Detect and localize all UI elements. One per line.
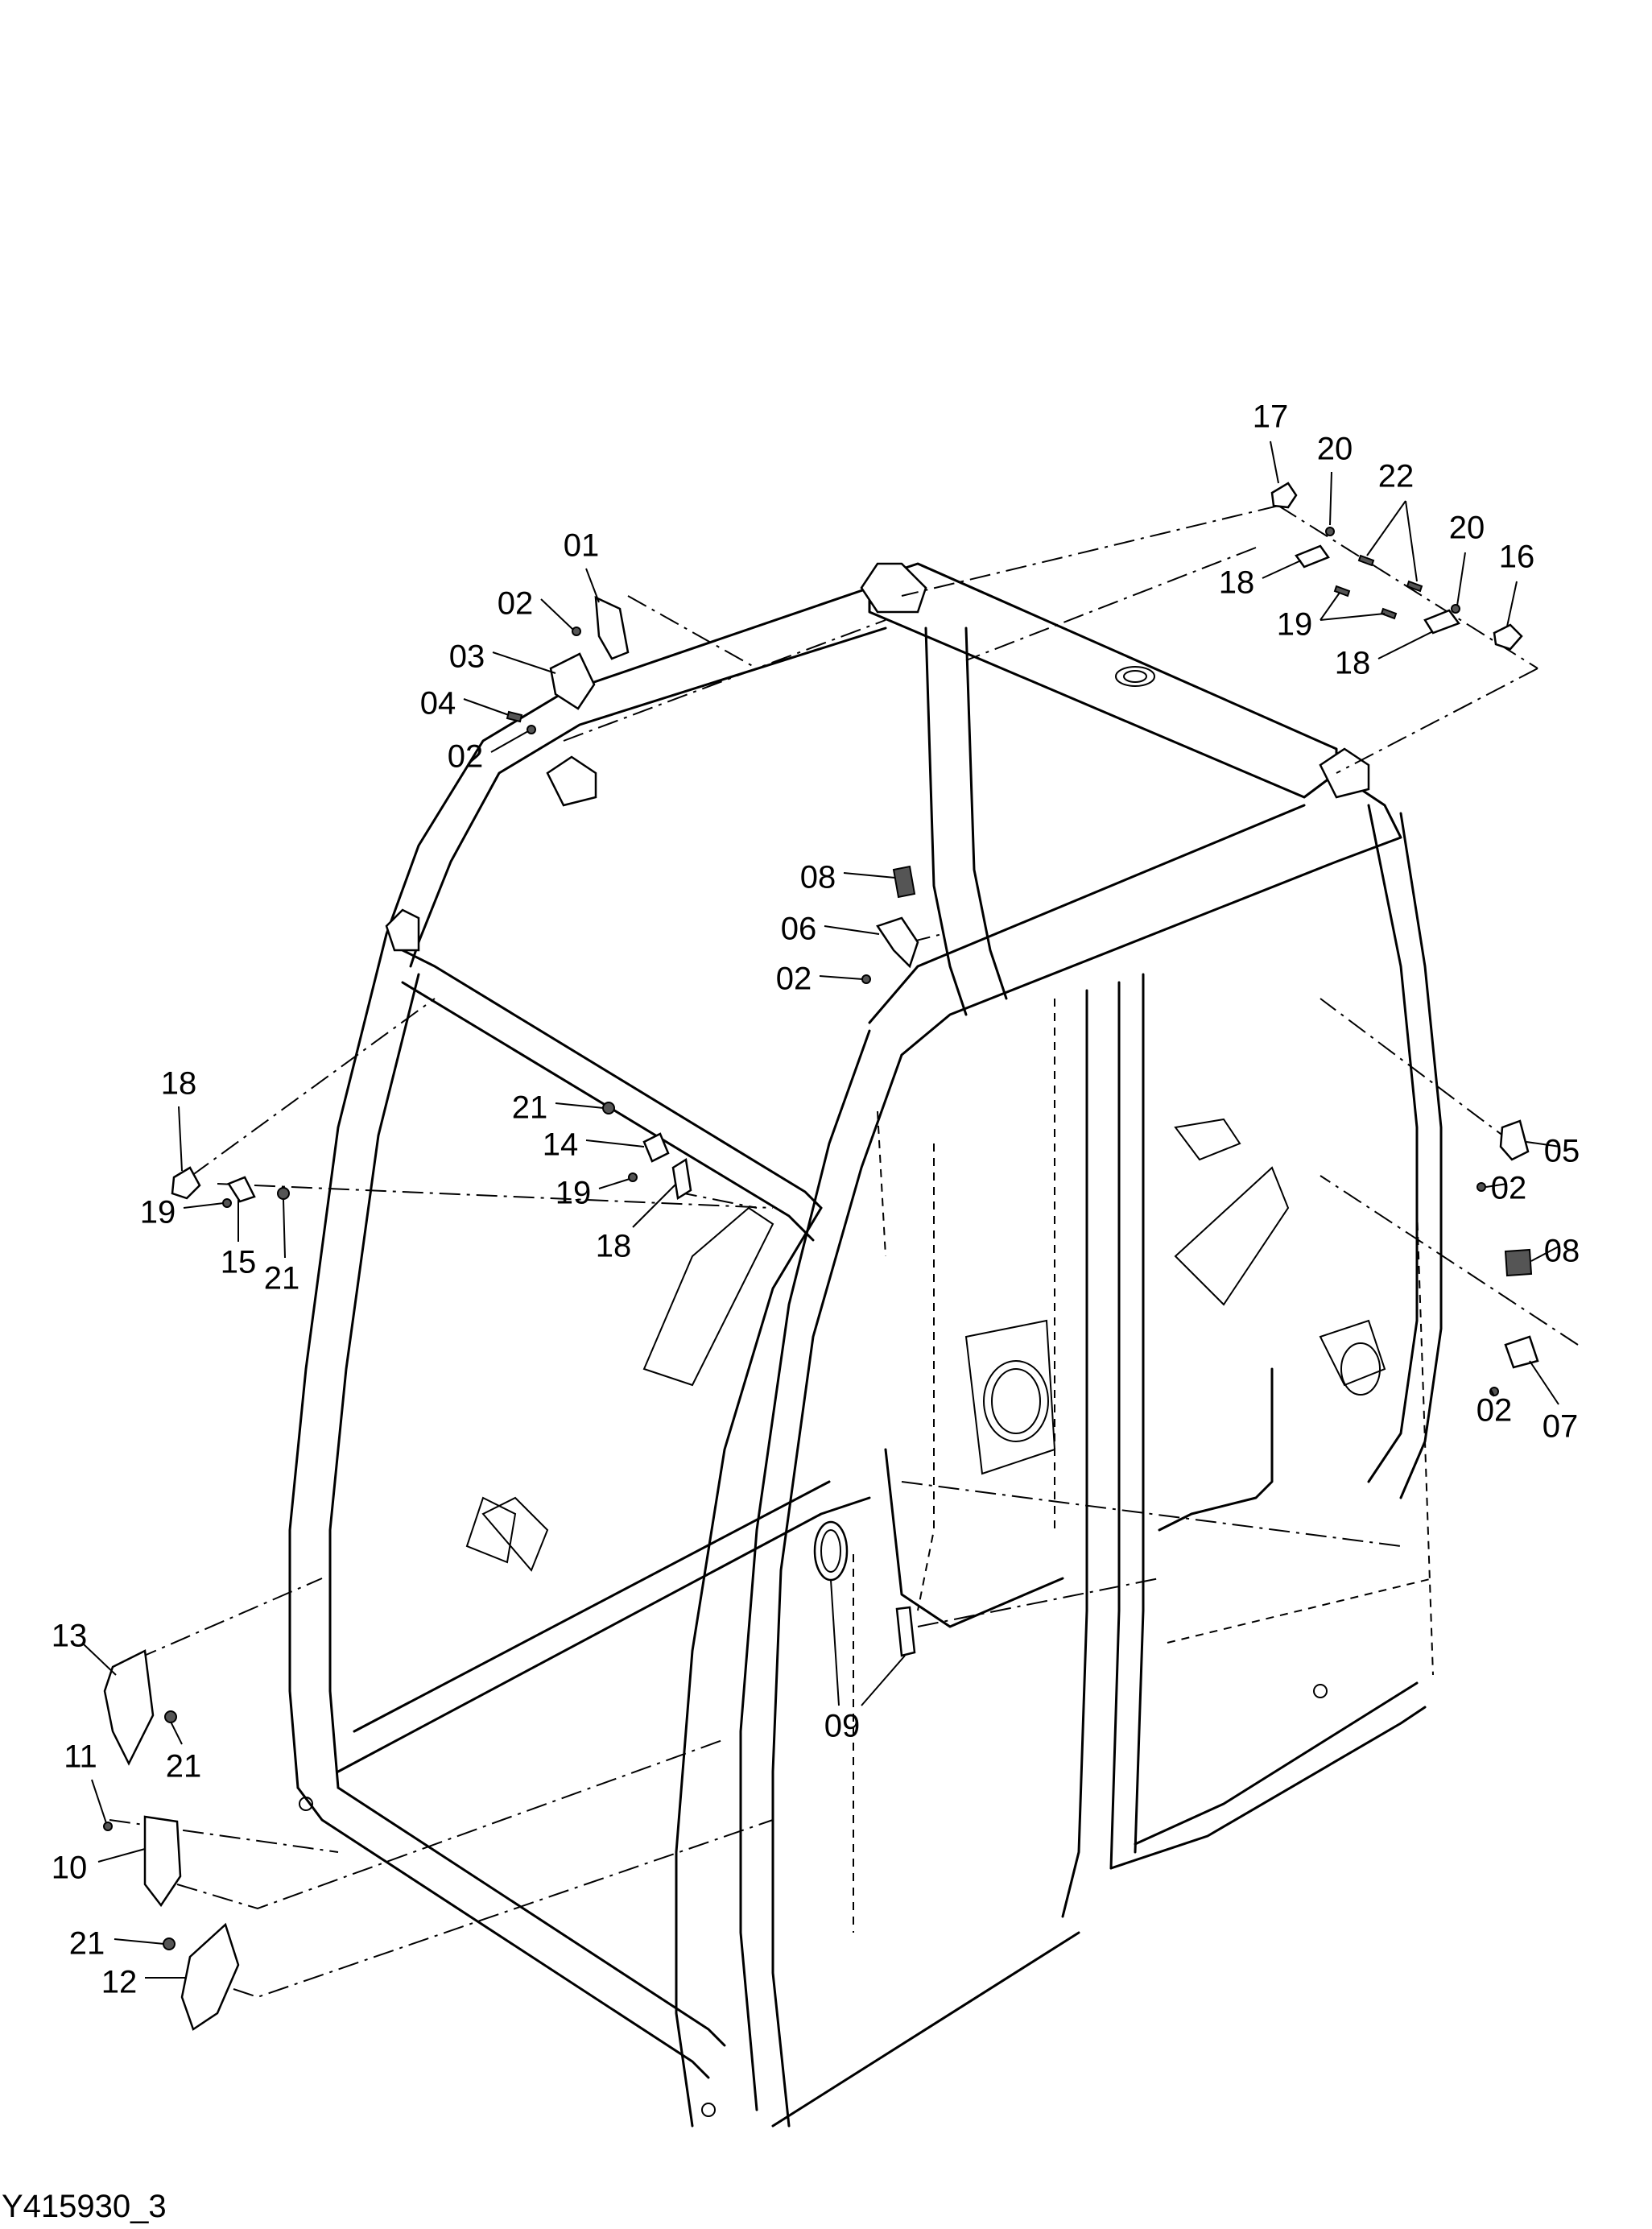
callout-label-02: 02 — [498, 586, 534, 622]
part-12-cover — [180, 1922, 240, 2031]
callout-label-05: 05 — [1544, 1134, 1580, 1169]
floor-parts — [103, 1520, 916, 2031]
callout-label-20: 20 — [1449, 511, 1485, 546]
part-19-screw-b — [1380, 607, 1398, 620]
part-01-bracket — [594, 595, 630, 660]
center-roof-parts — [861, 865, 919, 984]
part-17-bracket — [1270, 482, 1298, 509]
callout-label-10: 10 — [52, 1851, 88, 1886]
part-02-screw-d — [1476, 1182, 1486, 1192]
part-21-nut — [277, 1187, 290, 1200]
callout-label-21: 21 — [166, 1749, 202, 1784]
part-19-screw — [1333, 585, 1351, 598]
part-21-nut-c — [164, 1710, 177, 1723]
part-06-bracket — [876, 916, 919, 969]
callout-label-03: 03 — [449, 639, 485, 675]
part-02-screw — [572, 627, 581, 636]
part-11-screw — [103, 1822, 113, 1831]
callout-label-15: 15 — [221, 1245, 257, 1280]
part-03-hinge — [549, 652, 596, 710]
callout-label-02: 02 — [1476, 1393, 1513, 1429]
callout-label-19: 19 — [555, 1176, 592, 1211]
callout-label-18: 18 — [1219, 565, 1255, 601]
part-09-grommet-b — [895, 1606, 916, 1657]
callout-label-02: 02 — [448, 739, 484, 775]
callout-label-02: 02 — [776, 961, 812, 997]
callout-label-07: 07 — [1543, 1409, 1579, 1445]
leader-lines — [83, 440, 1561, 1979]
left-roof-parts — [171, 1102, 692, 1208]
callout-label-21: 21 — [69, 1926, 105, 1962]
part-18-clip — [1295, 544, 1330, 569]
callout-label-09: 09 — [824, 1709, 861, 1744]
front-roof-parts — [506, 595, 630, 734]
callout-label-20: 20 — [1317, 432, 1353, 467]
part-02-screw-c — [861, 974, 871, 984]
part-18-clip-d — [671, 1157, 692, 1201]
part-16-bracket — [1493, 623, 1523, 651]
part-13-cover — [103, 1649, 155, 1766]
part-15-bracket — [227, 1176, 256, 1203]
callout-label-18: 18 — [1335, 646, 1371, 681]
part-21-nut-b — [602, 1102, 615, 1114]
callout-label-12: 12 — [101, 1965, 138, 2000]
callout-label-21: 21 — [264, 1261, 300, 1296]
part-20-washer — [1325, 527, 1335, 536]
callout-label-08: 08 — [800, 860, 836, 895]
part-05-bracket — [1499, 1119, 1530, 1161]
hidden-lines — [853, 999, 1434, 1933]
part-04-bolt — [506, 710, 523, 723]
cab-frame — [288, 562, 1443, 2128]
part-10-cover — [143, 1815, 182, 1908]
figure-id: Y415930_3 — [2, 2189, 167, 2224]
part-02-screw-b — [527, 725, 536, 734]
callout-label-17: 17 — [1253, 399, 1289, 435]
roof-rear-parts — [1270, 482, 1523, 651]
part-08-clip-b — [1504, 1248, 1533, 1277]
callout-label-08: 08 — [1544, 1234, 1580, 1269]
callout-label-16: 16 — [1499, 540, 1535, 575]
callout-label-02: 02 — [1491, 1171, 1527, 1206]
callout-label-21: 21 — [512, 1090, 548, 1126]
part-22-screw — [1357, 554, 1375, 567]
part-18-clip-c — [171, 1166, 201, 1200]
callout-label-04: 04 — [420, 686, 456, 722]
callout-label-19: 19 — [140, 1195, 176, 1230]
callout-label-19: 19 — [1277, 607, 1313, 643]
explode-lines — [109, 505, 1579, 1999]
right-side-parts — [1476, 1119, 1539, 1396]
callout-label-11: 11 — [64, 1739, 97, 1775]
part-19-screw-d — [628, 1172, 638, 1182]
part-14-bracket — [642, 1132, 670, 1163]
callout-label-01: 01 — [564, 528, 600, 564]
callout-label-18: 18 — [161, 1066, 197, 1102]
callout-label-14: 14 — [543, 1127, 579, 1163]
part-20-washer-b — [1451, 604, 1460, 614]
part-21-nut-d — [163, 1937, 176, 1950]
callout-label-22: 22 — [1378, 459, 1415, 494]
callout-label-18: 18 — [596, 1229, 632, 1264]
part-07-bracket — [1504, 1335, 1539, 1369]
part-08-clip — [892, 865, 916, 899]
part-19-screw-c — [222, 1198, 232, 1208]
part-22-screw-b — [1406, 580, 1423, 593]
callout-label-13: 13 — [52, 1619, 88, 1654]
callout-label-06: 06 — [781, 912, 817, 947]
part-18-clip-b — [1423, 609, 1461, 635]
